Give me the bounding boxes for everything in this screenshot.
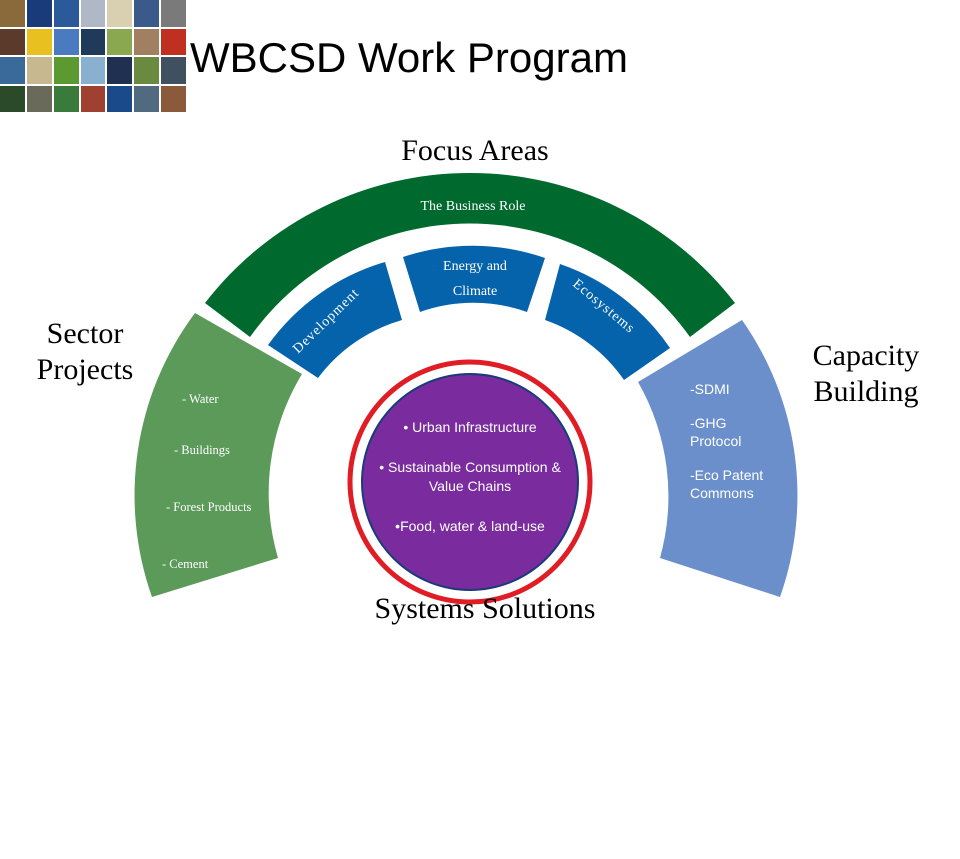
capacity-items-list: -SDMI -GHG Protocol -Eco Patent Commons	[690, 380, 780, 518]
capacity-building-line2: Building	[813, 375, 919, 408]
sector-item: - Water	[182, 392, 219, 406]
systems-item: •Food, water & land-use	[395, 518, 545, 534]
capacity-item: -Eco Patent Commons	[690, 467, 764, 501]
sector-item: - Buildings	[174, 443, 230, 457]
sector-item: -Mobility	[160, 771, 208, 785]
energy-label-line1: Energy and	[443, 259, 507, 274]
sector-projects-segment	[134, 313, 302, 597]
capacity-building-label: Capacity Building	[796, 338, 936, 410]
sector-item: - Mining	[160, 826, 208, 840]
sector-projects-line1: Sector	[46, 317, 124, 350]
systems-solutions-label: Systems Solutions	[374, 592, 596, 625]
business-role-arc	[205, 172, 735, 337]
sector-item: Utilities	[170, 663, 211, 677]
systems-item: • Urban Infrastructure	[403, 419, 537, 435]
sector-projects-line2: Projects	[36, 353, 134, 386]
sector-item: - Electricity	[160, 612, 220, 626]
capacity-item: -SDMI	[690, 381, 730, 397]
systems-purple-circle	[361, 373, 579, 591]
systems-red-ring	[347, 359, 593, 605]
sector-projects-label: Sector Projects	[20, 316, 150, 388]
energy-climate-segment	[403, 245, 545, 312]
photo-mosaic	[0, 0, 186, 112]
energy-label-line2: Climate	[453, 284, 497, 299]
sector-item: - Cement	[162, 557, 209, 571]
ecosystems-segment	[545, 264, 670, 380]
capacity-building-segment	[638, 320, 798, 597]
capacity-building-line1: Capacity	[812, 339, 920, 372]
focus-areas-label: Focus Areas	[401, 134, 549, 167]
development-segment	[268, 262, 402, 378]
sector-items-list: - Water - Buildings - Forest Products - …	[154, 357, 251, 859]
capacity-item: -GHG Protocol	[690, 415, 742, 449]
page-title: WBCSD Work Program	[190, 34, 628, 81]
systems-items-list: • Urban Infrastructure • Sustainable Con…	[360, 418, 580, 557]
sector-item: - Forest Products	[166, 500, 252, 514]
systems-item: • Sustainable Consumption & Value Chains	[379, 459, 561, 494]
business-role-label: The Business Role	[421, 199, 526, 214]
sector-item: - Tires	[160, 720, 193, 734]
work-program-diagram: The Business Role Energy and Climate Dev…	[134, 172, 798, 605]
